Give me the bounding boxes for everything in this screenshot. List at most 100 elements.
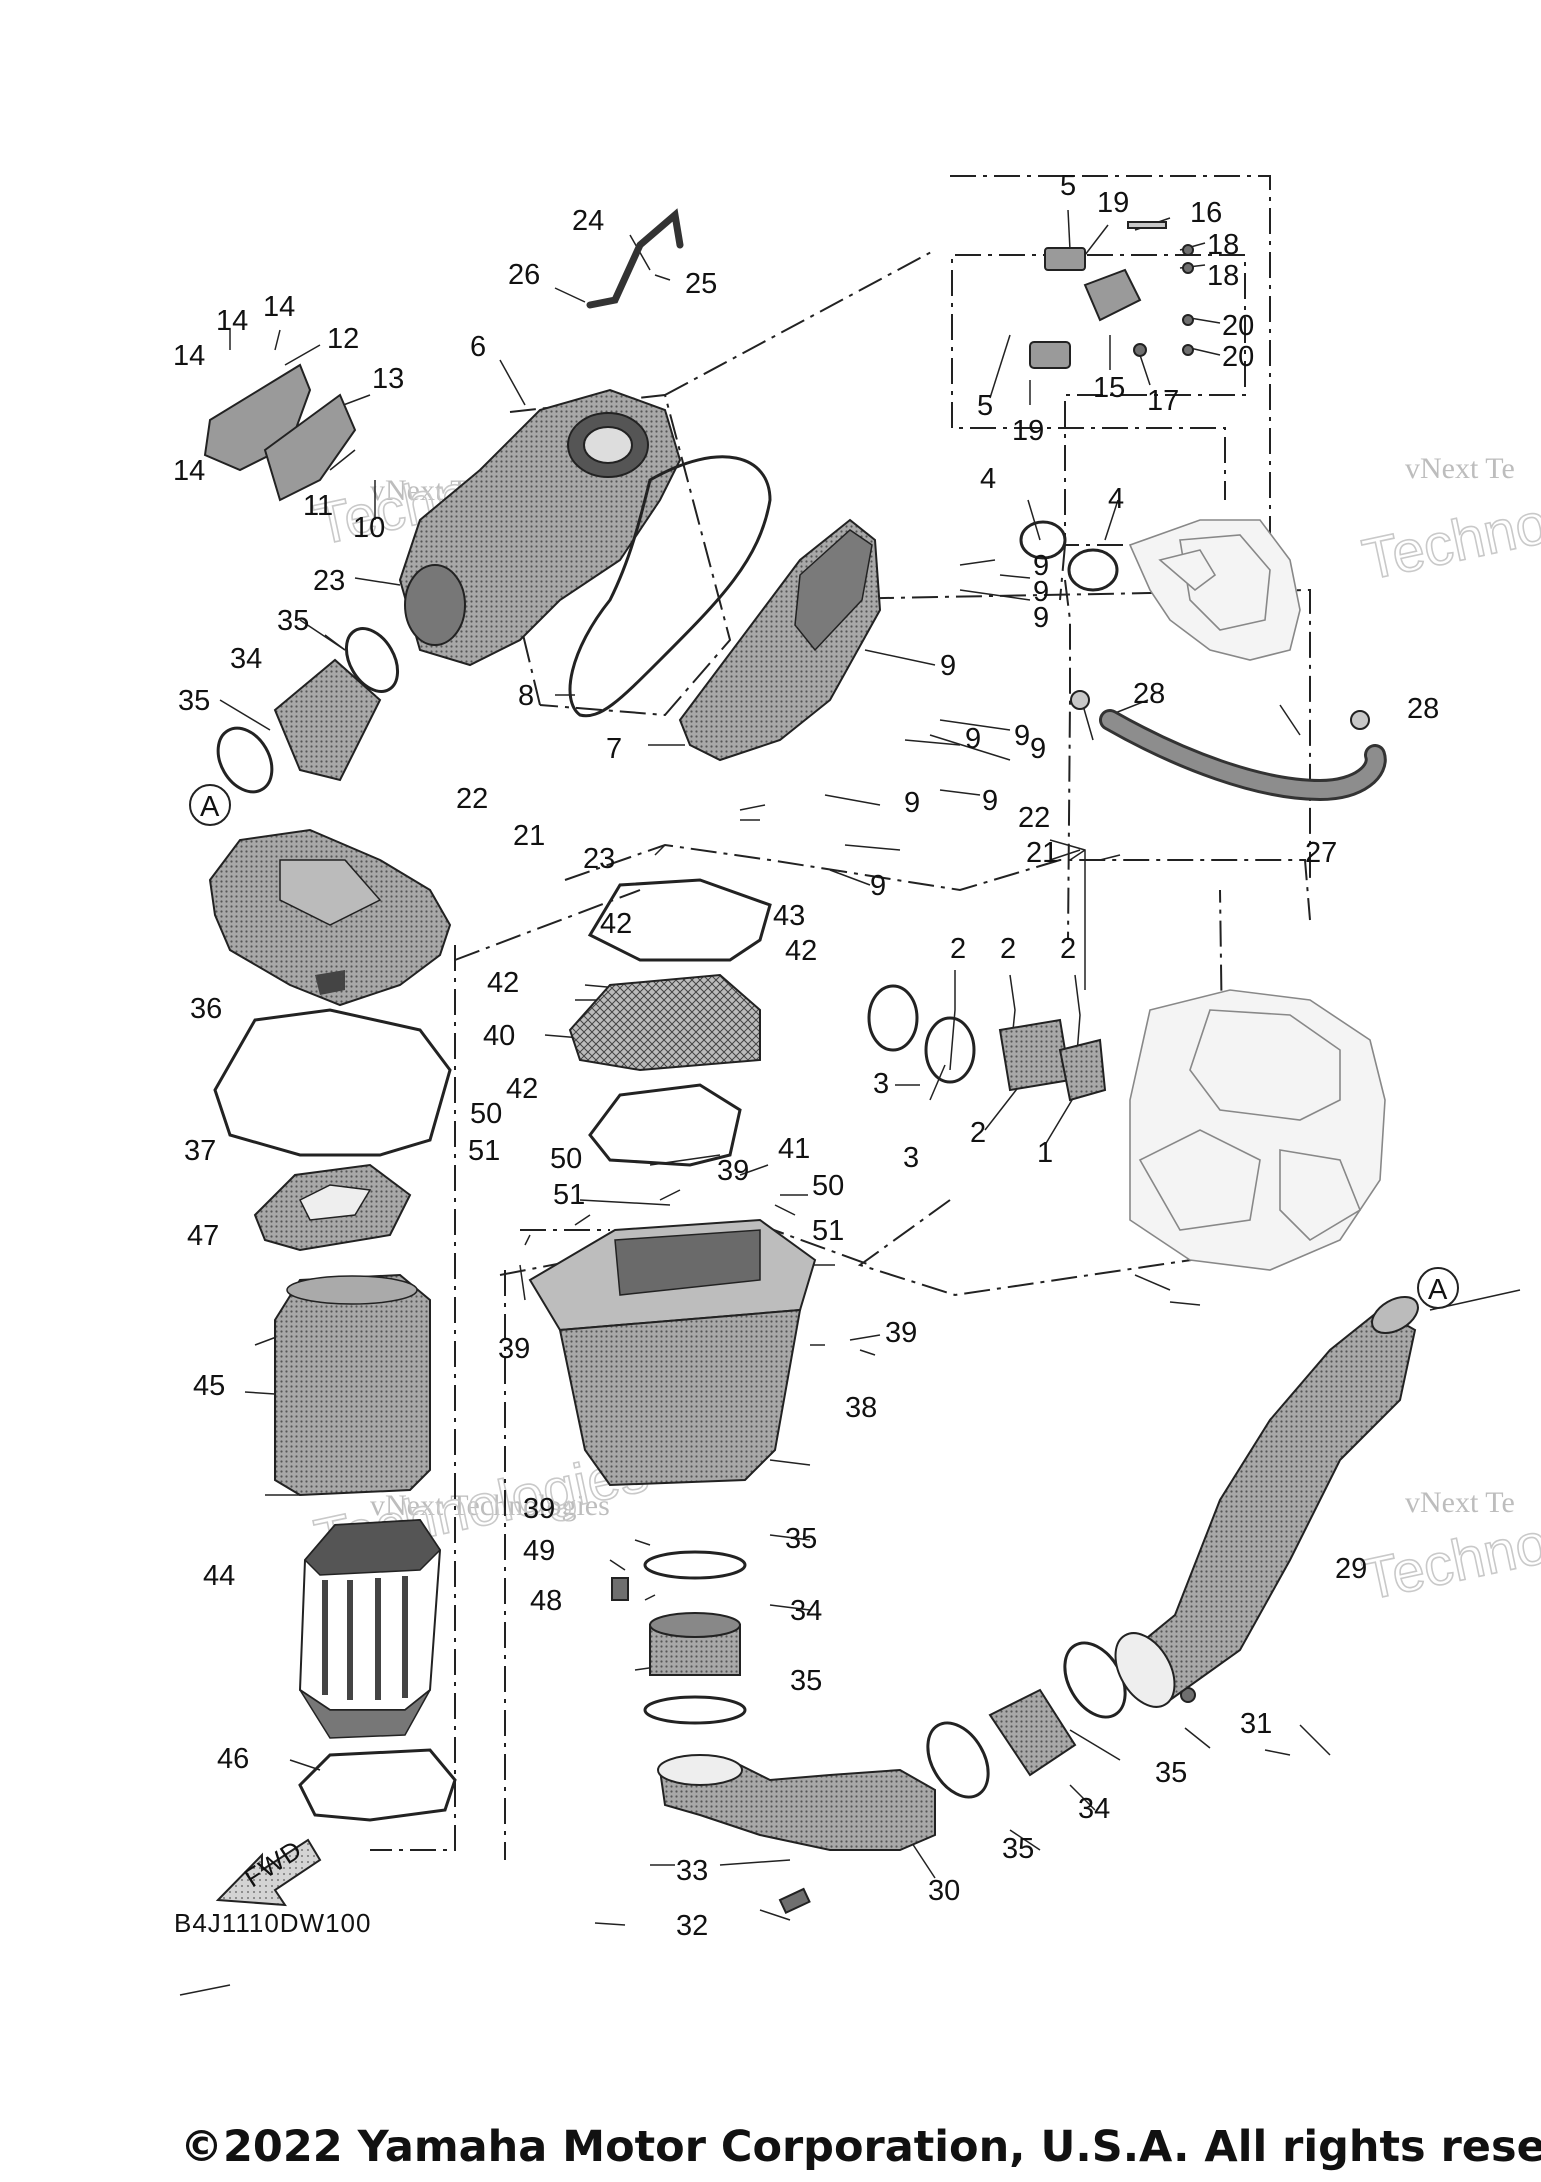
callout: 5 [1060,170,1076,202]
callout: 20 [1222,341,1254,373]
callout: 6 [470,331,486,363]
callout: 42 [487,967,519,999]
callout: 40 [483,1020,515,1052]
callout: 9 [1033,602,1049,634]
callout: 35 [790,1665,822,1697]
callout: 16 [1190,197,1222,229]
fwd-arrow-icon: FWD [215,1834,322,1907]
callout: 22 [1018,802,1050,834]
diagram-code: B4J1110DW100 [174,1908,371,1938]
callout: 37 [184,1135,216,1167]
callout: 32 [676,1910,708,1942]
callout: 14 [216,305,248,337]
intake-housing-upper [398,388,682,667]
callout: 35 [277,605,309,637]
callout: 51 [553,1179,585,1211]
callout: 26 [508,259,540,291]
rubber-coupler [273,658,382,782]
hose-clamp [926,1721,990,1799]
callout: 43 [773,900,805,932]
callout: 9 [982,785,998,817]
callout: 27 [1305,837,1337,869]
callout: 8 [518,680,534,712]
callout: 41 [778,1133,810,1165]
ref-marker-a-label: A [1428,1274,1448,1306]
callout: 36 [190,993,222,1025]
callout: 9 [1033,550,1049,582]
callout: 9 [940,650,956,682]
callout: 39 [885,1317,917,1349]
engine-sketch-upper [1128,519,1301,661]
callout: 35 [1155,1757,1187,1789]
callout: 14 [173,340,205,372]
callout: 1 [1037,1137,1053,1169]
callout: 33 [676,1855,708,1887]
sensor-bracket [1044,247,1086,271]
callout: 38 [845,1392,877,1424]
callout: 10 [353,512,385,544]
hose-clamp [1019,520,1067,560]
rubber-coupler [988,1688,1077,1777]
callout: 35 [178,685,210,717]
callout: 24 [572,205,604,237]
hose-clamp [924,1016,976,1084]
hose-clamp [344,627,400,693]
filter-screen [568,973,761,1072]
callout: 3 [873,1068,889,1100]
intake-hose [1114,1295,1419,1708]
bracket-group-top [1029,221,1194,369]
ref-marker-a-label: A [200,791,220,823]
sensor-bracket [1029,341,1071,369]
callout: 42 [785,935,817,967]
rubber-coupler [1058,1038,1107,1102]
band-clip [1127,221,1167,229]
callout-labels: 5 19 16 18 18 20 20 15 17 5 19 24 25 26 … [173,170,1439,1942]
callout: 47 [187,1220,219,1252]
callout: 28 [1407,693,1439,725]
rubber-coupler [998,1018,1072,1092]
callout: 50 [550,1143,582,1175]
callout: 51 [468,1135,500,1167]
drain-valve [778,1887,811,1915]
callout: 22 [456,783,488,815]
callout: 35 [785,1523,817,1555]
callout: 42 [600,908,632,940]
callout: 49 [523,1535,555,1567]
callout: 39 [717,1155,749,1187]
callout: 9 [1030,733,1046,765]
callout: 7 [606,733,622,765]
ref-marker-a [189,784,231,826]
drain-cap [611,1577,629,1601]
callout: 14 [263,291,295,323]
callout: 3 [903,1142,919,1174]
callout: 39 [498,1333,530,1365]
callout: 14 [173,455,205,487]
hose-clamp [867,984,919,1052]
air-filter-element [274,1273,431,1497]
watermark-logo-text: Technol [1357,1508,1541,1613]
watermark-text: vNext Te [1405,452,1515,485]
callout: 23 [583,843,615,875]
gasket-plate [263,393,357,502]
callout: 45 [193,1370,225,1402]
filter-cage [298,1518,442,1739]
callout: 17 [1147,385,1179,417]
callout: 9 [1033,576,1049,608]
callout: 4 [980,463,996,495]
callout: 5 [977,390,993,422]
callout: 13 [372,363,404,395]
callout: 12 [327,323,359,355]
callout: 15 [1093,372,1125,404]
callout: 34 [230,643,262,675]
callout: 9 [965,723,981,755]
callout: 2 [950,933,966,965]
callout: 4 [1108,483,1124,515]
callout: 50 [812,1170,844,1202]
elbow-duct [657,1754,936,1851]
watermark-text: vNext Technologies [370,1489,610,1522]
callout: 21 [513,820,545,852]
intake-housing-lower [678,518,882,762]
callout: 2 [1000,933,1016,965]
callout: 42 [506,1073,538,1105]
